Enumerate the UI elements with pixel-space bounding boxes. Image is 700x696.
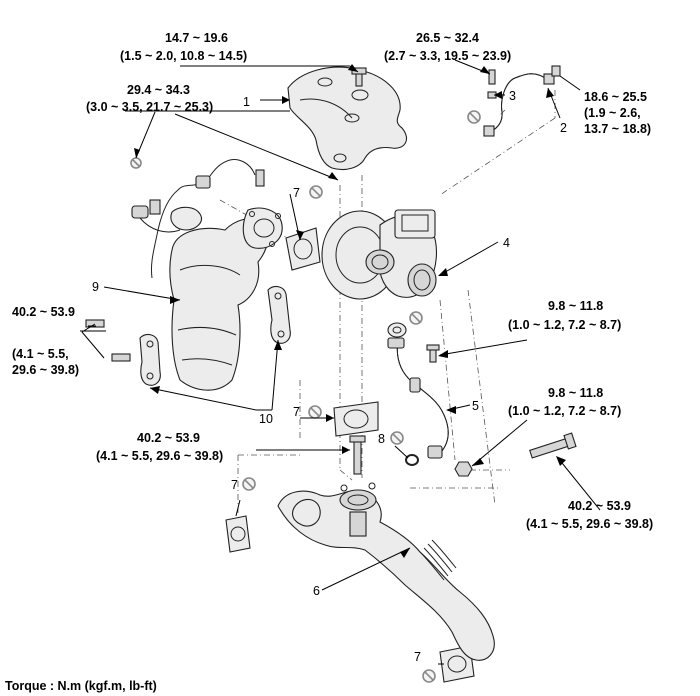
oil-return-pipe: [387, 337, 449, 459]
torque-value: 40.2 ~ 53.9: [568, 499, 631, 513]
torque-value: 26.5 ~ 32.4: [416, 31, 479, 45]
torque-return-nut: 9.8 ~ 11.8 (1.0 ~ 1.2, 7.2 ~ 8.7): [508, 386, 621, 418]
no-reuse-icon: [390, 431, 404, 445]
turbocharger: [321, 209, 438, 300]
gasket-egr: [225, 515, 251, 553]
manifold-stay-left: [139, 333, 161, 386]
gasket-oil-return: [387, 322, 407, 338]
torque-value: 29.4 ~ 34.3: [127, 83, 190, 97]
return-pipe-fasteners: [426, 344, 473, 477]
no-reuse-icon: [409, 311, 423, 325]
torque-conversion: (3.0 ~ 3.5, 21.7 ~ 25.3): [86, 100, 213, 114]
callout-5: 5: [472, 399, 479, 413]
callout-4: 4: [503, 236, 510, 250]
no-reuse-icon: [467, 110, 481, 124]
callout-6: 6: [313, 584, 320, 598]
callout-9: 9: [92, 280, 99, 294]
torque-pipe-bolt: 40.2 ~ 53.9 (4.1 ~ 5.5, 29.6 ~ 39.8): [526, 499, 653, 531]
pipe-bolt: [529, 432, 577, 459]
arrowheads: [134, 64, 566, 558]
no-reuse-icon: [309, 185, 323, 199]
callout-10: 10: [259, 412, 273, 426]
torque-conversion: 29.6 ~ 39.8): [12, 363, 79, 377]
callout-7: 7: [293, 405, 300, 419]
callout-3: 3: [509, 89, 516, 103]
torque-value: 14.7 ~ 19.6: [165, 31, 228, 45]
gasket-turbo-outlet: [333, 401, 379, 437]
callout-numbers: 1 2 3 4 5 6 7 7 7 7 8 9 10: [92, 89, 567, 664]
heat-protector-bolt: [351, 67, 367, 87]
exhaust-front-pipe: [277, 482, 495, 661]
torque-value: 18.6 ~ 25.5: [584, 90, 647, 104]
torque-oil-feed-banjo: 18.6 ~ 25.5 (1.9 ~ 2.6, 13.7 ~ 18.8): [584, 90, 651, 136]
torque-conversion: (4.1 ~ 5.5, 29.6 ~ 39.8): [96, 449, 223, 463]
manifold-stay-right: [267, 285, 291, 344]
torque-unit-note: Torque : N.m (kgf.m, lb-ft): [5, 679, 157, 693]
callout-2: 2: [560, 121, 567, 135]
heat-protector: [287, 66, 407, 171]
torque-conversion: 13.7 ~ 18.8): [584, 122, 651, 136]
torque-heatshield-bolt: 14.7 ~ 19.6 (1.5 ~ 2.0, 10.8 ~ 14.5): [120, 31, 247, 63]
torque-conversion: (4.1 ~ 5.5,: [12, 347, 69, 361]
no-reuse-icon: [242, 477, 256, 491]
torque-manifold-nut: 29.4 ~ 34.3 (3.0 ~ 3.5, 21.7 ~ 25.3): [86, 83, 213, 114]
callout-7: 7: [231, 478, 238, 492]
callout-1: 1: [243, 95, 250, 109]
torque-return-bolt: 9.8 ~ 11.8 (1.0 ~ 1.2, 7.2 ~ 8.7): [508, 299, 621, 332]
no-reuse-icon: [130, 157, 142, 169]
gasket-turbo-inlet: [285, 227, 321, 271]
no-reuse-icon: [308, 405, 322, 419]
exhaust-manifold-catalytic-converter: [131, 159, 283, 391]
callout-8: 8: [378, 432, 385, 446]
torque-conversion: (1.0 ~ 1.2, 7.2 ~ 8.7): [508, 404, 621, 418]
torque-conversion: (1.5 ~ 2.0, 10.8 ~ 14.5): [120, 49, 247, 63]
torque-value: 9.8 ~ 11.8: [548, 299, 603, 313]
torque-stud-bolt: 40.2 ~ 53.9 (4.1 ~ 5.5, 29.6 ~ 39.8): [96, 431, 223, 463]
oil-feed-pipe: [483, 65, 561, 137]
torque-conversion: (2.7 ~ 3.3, 19.5 ~ 23.9): [384, 49, 511, 63]
torque-stay-bolt: 40.2 ~ 53.9 (4.1 ~ 5.5, 29.6 ~ 39.8): [12, 305, 79, 377]
torque-oil-feed-bolt: 26.5 ~ 32.4 (2.7 ~ 3.3, 19.5 ~ 23.9): [384, 31, 511, 63]
torque-conversion: (4.1 ~ 5.5, 29.6 ~ 39.8): [526, 517, 653, 531]
torque-value: 40.2 ~ 53.9: [12, 305, 75, 319]
leader-lines: [80, 59, 601, 665]
o-ring: [405, 454, 419, 466]
stay-bolts: [85, 319, 131, 362]
no-reuse-icon: [422, 669, 436, 683]
torque-conversion: (1.0 ~ 1.2, 7.2 ~ 8.7): [508, 318, 621, 332]
torque-value: 9.8 ~ 11.8: [548, 386, 603, 400]
callout-7: 7: [414, 650, 421, 664]
stud-bolt: [349, 435, 366, 475]
torque-conversion: (1.9 ~ 2.6,: [584, 106, 641, 120]
callout-7: 7: [293, 186, 300, 200]
torque-value: 40.2 ~ 53.9: [137, 431, 200, 445]
